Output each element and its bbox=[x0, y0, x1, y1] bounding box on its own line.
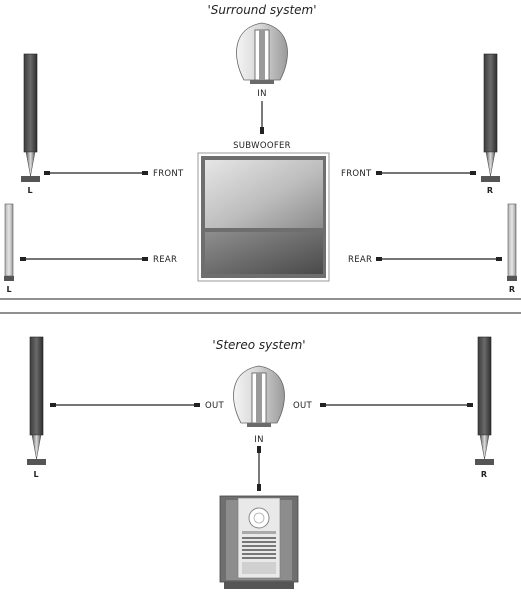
stereo-right-speaker-icon bbox=[475, 336, 494, 465]
music-system-icon bbox=[219, 495, 299, 589]
rear-right-speaker-icon bbox=[507, 203, 517, 281]
stereo-out-left-label: OUT bbox=[205, 401, 225, 411]
stereo-subwoofer-in-label: IN bbox=[254, 435, 263, 445]
front-left-label: FRONT bbox=[153, 169, 184, 179]
stereo-left-side-label: L bbox=[33, 470, 38, 479]
stereo-left-speaker-icon bbox=[27, 336, 46, 465]
rear-left-label: REAR bbox=[153, 255, 177, 265]
surround-subwoofer-label: SUBWOOFER bbox=[233, 141, 291, 151]
front-left-speaker-icon bbox=[21, 53, 40, 182]
stereo-title: 'Stereo system' bbox=[212, 338, 305, 352]
front-left-side-label: L bbox=[27, 186, 32, 195]
front-right-side-label: R bbox=[487, 186, 493, 195]
rear-right-label: REAR bbox=[348, 255, 372, 265]
front-right-speaker-icon bbox=[481, 53, 500, 182]
front-right-label: FRONT bbox=[341, 169, 372, 179]
stereo-right-side-label: R bbox=[481, 470, 487, 479]
rear-right-side-label: R bbox=[509, 285, 515, 294]
subwoofer-plug bbox=[260, 127, 264, 134]
stereo-subwoofer-icon bbox=[233, 365, 285, 427]
surround-title: 'Surround system' bbox=[207, 3, 316, 17]
stereo-out-right-label: OUT bbox=[293, 401, 313, 411]
subwoofer-icon bbox=[236, 22, 288, 84]
television-icon bbox=[197, 152, 330, 282]
rear-left-speaker-icon bbox=[4, 203, 14, 281]
rear-left-side-label: L bbox=[6, 285, 11, 294]
surround-subwoofer-in-label: IN bbox=[257, 89, 266, 99]
